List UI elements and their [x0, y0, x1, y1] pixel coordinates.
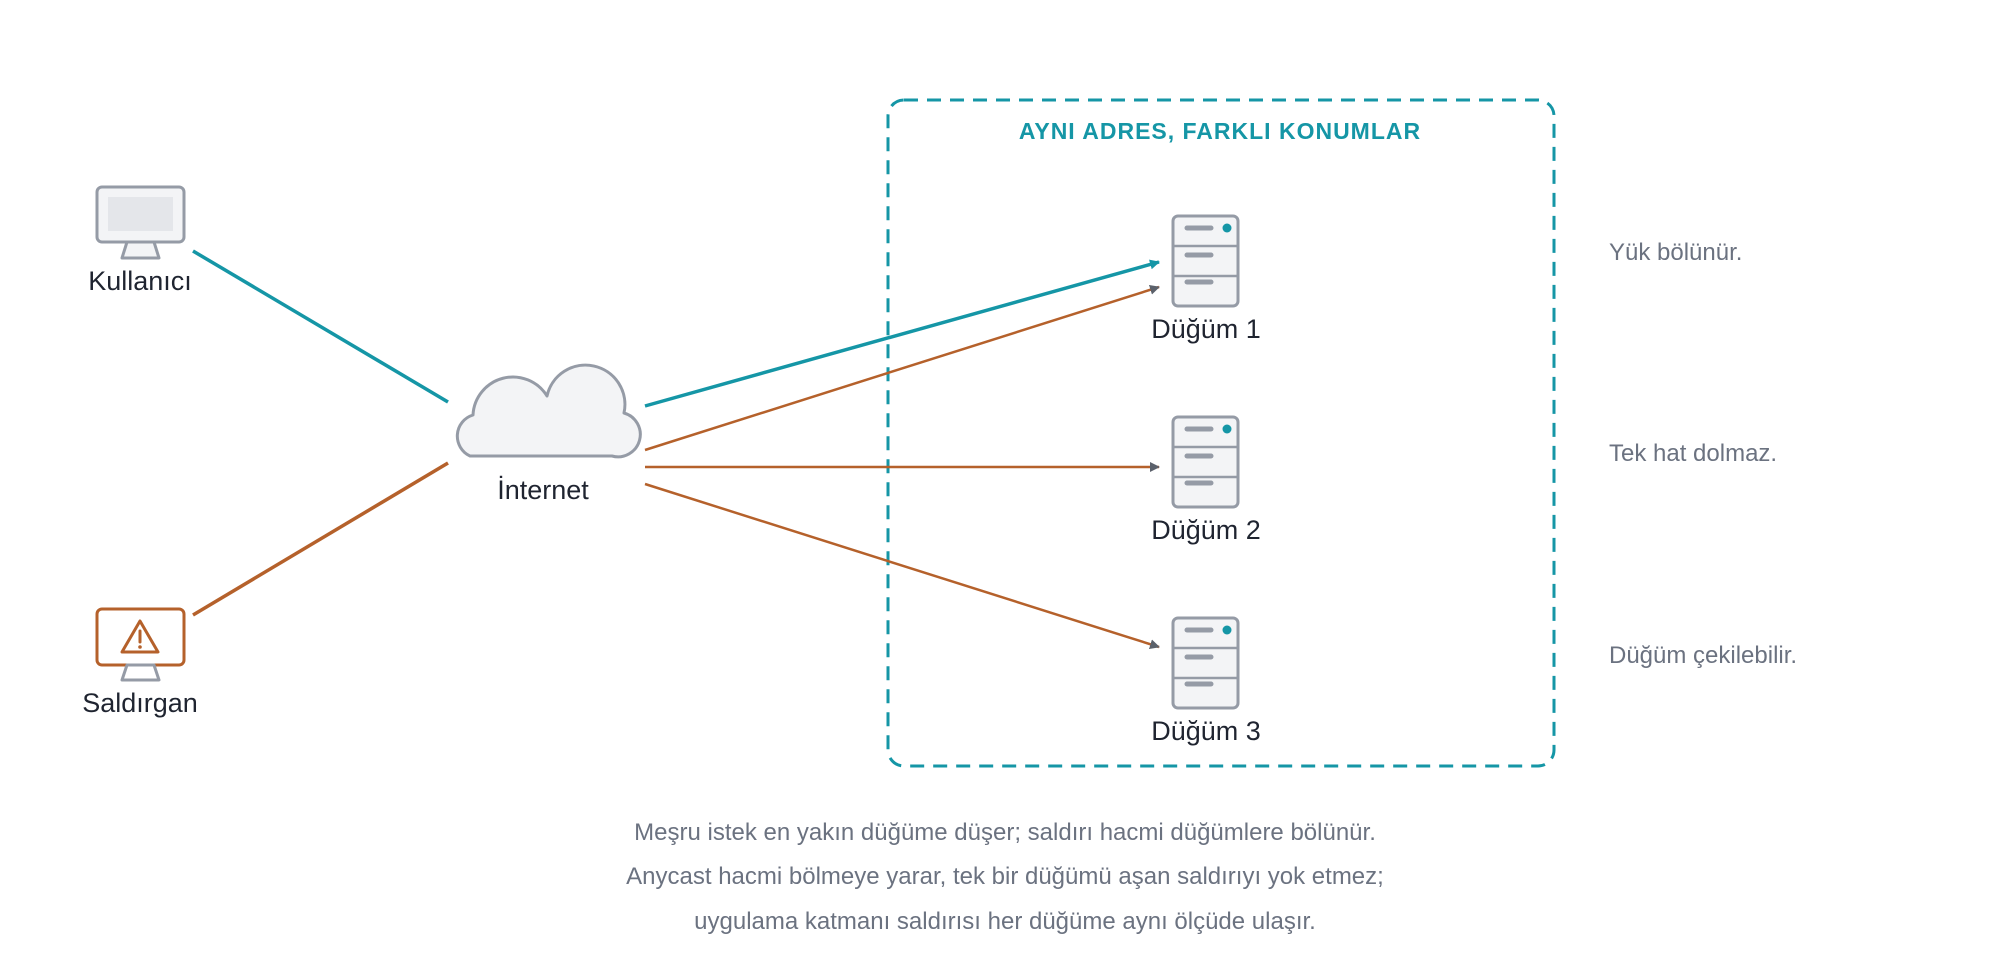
- server-node-2: Düğüm 2: [1151, 415, 1261, 545]
- internet-label: İnternet: [497, 474, 589, 505]
- server-icon: [1171, 214, 1240, 308]
- side-note-3: Düğüm çekilebilir.: [1609, 642, 1797, 669]
- user-node: Kullanıcı: [88, 185, 192, 296]
- attack-traffic-to-node3: [644, 482, 1160, 650]
- cloud-icon: [455, 363, 642, 459]
- server-node-1: Düğüm 1: [1151, 214, 1261, 344]
- legit-traffic-to-node1: [644, 259, 1160, 408]
- caption-line-3: uygulama katmanı saldırısı her düğüme ay…: [694, 908, 1316, 935]
- attacker-to-internet-link: [192, 461, 449, 617]
- attacker-node: Saldırgan: [82, 607, 198, 718]
- monitor-icon: [95, 185, 186, 260]
- server-label-2: Düğüm 2: [1151, 515, 1261, 545]
- warning-monitor-icon: [95, 607, 186, 682]
- server-icon: [1171, 415, 1240, 509]
- user-to-internet-link: [192, 249, 449, 404]
- attacker-label: Saldırgan: [82, 688, 198, 718]
- internet-node: İnternet: [455, 363, 642, 505]
- caption-line-1: Meşru istek en yakın düğüme düşer; saldı…: [634, 819, 1376, 846]
- cluster-title: AYNI ADRES, FARKLI KONUMLAR: [1019, 118, 1421, 144]
- anycast-cluster-box: [886, 98, 1556, 768]
- side-note-2: Tek hat dolmaz.: [1609, 440, 1777, 467]
- caption-line-2: Anycast hacmi bölmeye yarar, tek bir düğ…: [626, 863, 1384, 890]
- server-icon: [1171, 616, 1240, 710]
- server-label-3: Düğüm 3: [1151, 716, 1261, 746]
- server-label-1: Düğüm 1: [1151, 314, 1261, 344]
- side-note-1: Yük bölünür.: [1609, 239, 1742, 266]
- attack-traffic-to-node1: [644, 284, 1160, 452]
- user-label: Kullanıcı: [88, 266, 192, 296]
- server-node-3: Düğüm 3: [1151, 616, 1261, 746]
